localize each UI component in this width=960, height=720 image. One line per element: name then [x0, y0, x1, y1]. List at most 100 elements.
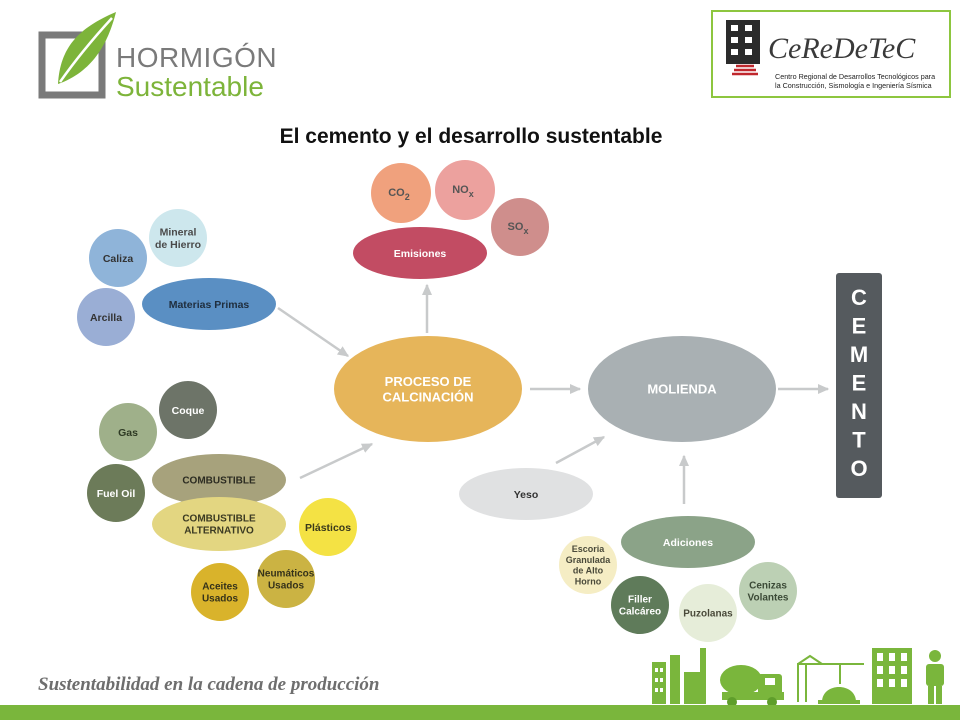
node-co2-label: CO2 — [388, 187, 410, 202]
diagram-edges — [277, 283, 830, 504]
ceredetec-logo: CeReDeTeC Centro Regional de Desarrollos… — [711, 10, 951, 98]
node-arcilla-shape — [77, 288, 135, 346]
node-co2: CO2 — [371, 163, 431, 223]
node-coque-shape — [159, 381, 217, 439]
node-combustible-label: COMBUSTIBLE — [182, 476, 256, 487]
node-molienda: MOLIENDA — [588, 336, 776, 442]
node-nox-label: NOx — [452, 184, 474, 199]
node-caliza: Caliza — [89, 229, 147, 287]
cemento-letter: N — [851, 399, 867, 424]
node-co2-shape — [371, 163, 431, 223]
logo-word-hormigon: HORMIGÓN — [116, 42, 277, 73]
node-filler-shape — [611, 576, 669, 634]
node-molienda-label: MOLIENDA — [647, 382, 717, 397]
edge-yeso-to-molienda — [555, 435, 606, 465]
node-emisiones-shape — [353, 227, 487, 279]
node-fueloil-label: Fuel Oil — [97, 488, 136, 500]
node-puzolanas-label: Puzolanas — [683, 609, 733, 620]
cemento-letter: M — [850, 342, 868, 367]
building-icon — [872, 648, 912, 704]
node-gas-shape — [99, 403, 157, 461]
crane-icon — [797, 654, 864, 702]
node-sox: SOx — [491, 198, 549, 256]
node-yeso: Yeso — [459, 468, 593, 520]
node-neumaticos-shape — [257, 550, 315, 608]
node-cenizas-shape — [739, 562, 797, 620]
logo-subtitle-line1: Centro Regional de Desarrollos Tecnológi… — [775, 72, 935, 81]
node-mineral-shape — [149, 209, 207, 267]
worker-icon — [926, 650, 944, 704]
node-emisiones-label: Emisiones — [394, 248, 447, 260]
node-gas: Gas — [99, 403, 157, 461]
node-materias: Materias Primas — [142, 278, 276, 330]
node-yeso-shape — [459, 468, 593, 520]
node-emisiones: Emisiones — [353, 227, 487, 279]
edge-combustible-to-proceso — [299, 442, 374, 480]
logo-subtitle-line2: la Construcción, Sismología e Ingeniería… — [775, 81, 932, 90]
node-plasticos-shape — [299, 498, 357, 556]
node-puzolanas-shape — [679, 584, 737, 642]
node-coque-label: Coque — [172, 405, 205, 417]
factory-icon — [652, 648, 706, 704]
node-fueloil-shape — [87, 464, 145, 522]
node-materias-shape — [142, 278, 276, 330]
cemento-box-shape — [836, 273, 882, 498]
hormigon-sustentable-logo: HORMIGÓN Sustentable — [38, 12, 277, 102]
cemento-letter: C — [851, 285, 867, 310]
node-plasticos-label: Plásticos — [305, 522, 351, 534]
page-title: El cemento y el desarrollo sustentable — [280, 125, 663, 148]
node-adiciones-shape — [621, 516, 755, 568]
node-fueloil: Fuel Oil — [87, 464, 145, 522]
node-adiciones: Adiciones — [621, 516, 755, 568]
node-molienda-shape — [588, 336, 776, 442]
node-caliza-shape — [89, 229, 147, 287]
node-proceso-shape — [334, 336, 522, 442]
node-combustible: COMBUSTIBLE — [152, 454, 286, 506]
cemento-letter: O — [850, 456, 867, 481]
building-logo-icon — [726, 20, 760, 76]
node-nox: NOx — [435, 160, 495, 220]
node-puzolanas: Puzolanas — [679, 584, 737, 642]
node-yeso-label: Yeso — [514, 489, 539, 501]
edge-materias-to-proceso — [277, 306, 350, 358]
node-materias-label: Materias Primas — [169, 299, 250, 311]
node-aceites-shape — [191, 563, 249, 621]
node-sox-label: SOx — [508, 221, 529, 236]
helmet-icon — [818, 687, 860, 704]
node-caliza-label: Caliza — [103, 253, 134, 265]
logo-word-ceredetec: CeReDeTeC — [768, 32, 916, 65]
node-nox-shape — [435, 160, 495, 220]
cemento-letter: E — [852, 371, 867, 396]
mixer-truck-icon — [720, 665, 784, 707]
node-arcilla: Arcilla — [77, 288, 135, 346]
node-alternativo-shape — [152, 497, 286, 551]
node-gas-label: Gas — [118, 427, 138, 439]
node-adiciones-label: Adiciones — [663, 537, 713, 549]
cemento-letter: E — [852, 314, 867, 339]
leaf-logo-icon — [38, 12, 116, 99]
node-combustible-shape — [152, 454, 286, 506]
node-sox-shape — [491, 198, 549, 256]
node-plasticos: Plásticos — [299, 498, 357, 556]
logo-word-sustentable: Sustentable — [116, 71, 264, 102]
